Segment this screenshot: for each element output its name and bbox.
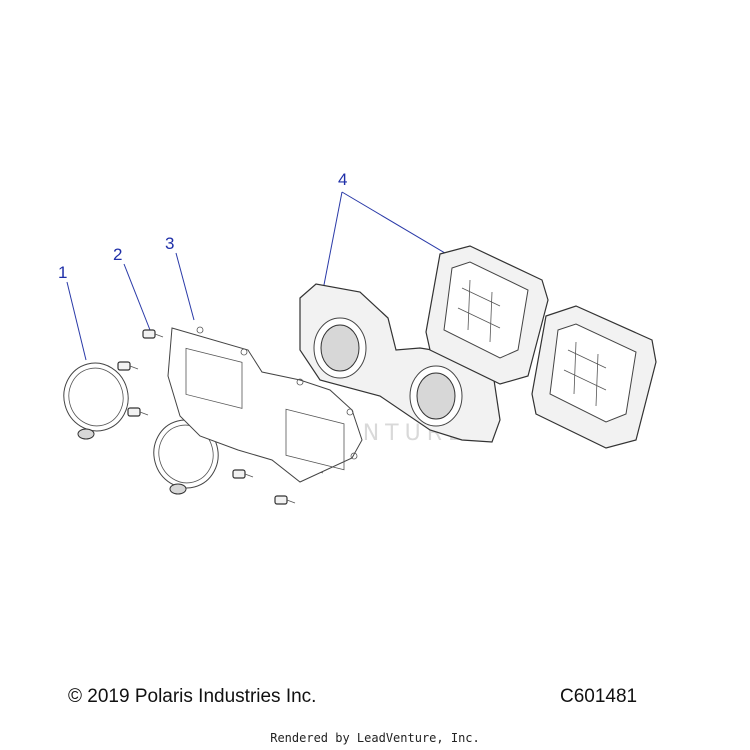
callout-label-1: 1 [58, 263, 67, 282]
bolt[interactable] [232, 469, 254, 479]
callout-2[interactable]: 2 [113, 245, 151, 331]
callout-4[interactable]: 4 [322, 170, 451, 291]
leader-line-2 [123, 263, 151, 331]
callout-label-3: 3 [165, 234, 174, 253]
callout-1[interactable]: 1 [58, 263, 87, 361]
drawing-number: C601481 [560, 686, 638, 707]
callout-label-2: 2 [113, 245, 122, 264]
callout-3[interactable]: 3 [165, 234, 195, 321]
clamp-ring-left[interactable] [56, 356, 135, 440]
gasket-plate[interactable] [167, 326, 363, 483]
leader-line-4b [341, 191, 451, 257]
leader-line-1 [66, 281, 87, 361]
callout-label-4: 4 [338, 170, 347, 189]
reed-cage-lower[interactable] [531, 305, 657, 449]
bolt[interactable] [274, 495, 296, 505]
intake-manifold[interactable] [299, 283, 501, 443]
bolt[interactable] [127, 407, 149, 417]
bolt[interactable] [117, 361, 139, 371]
reed-cage-upper[interactable] [425, 245, 549, 385]
copyright-text: © 2019 Polaris Industries Inc. [68, 686, 317, 707]
bolt[interactable] [142, 329, 164, 339]
leader-line-3 [175, 252, 195, 321]
leader-line-4a [322, 191, 343, 291]
rendered-by-text: Rendered by LeadVenture, Inc. [270, 731, 480, 745]
